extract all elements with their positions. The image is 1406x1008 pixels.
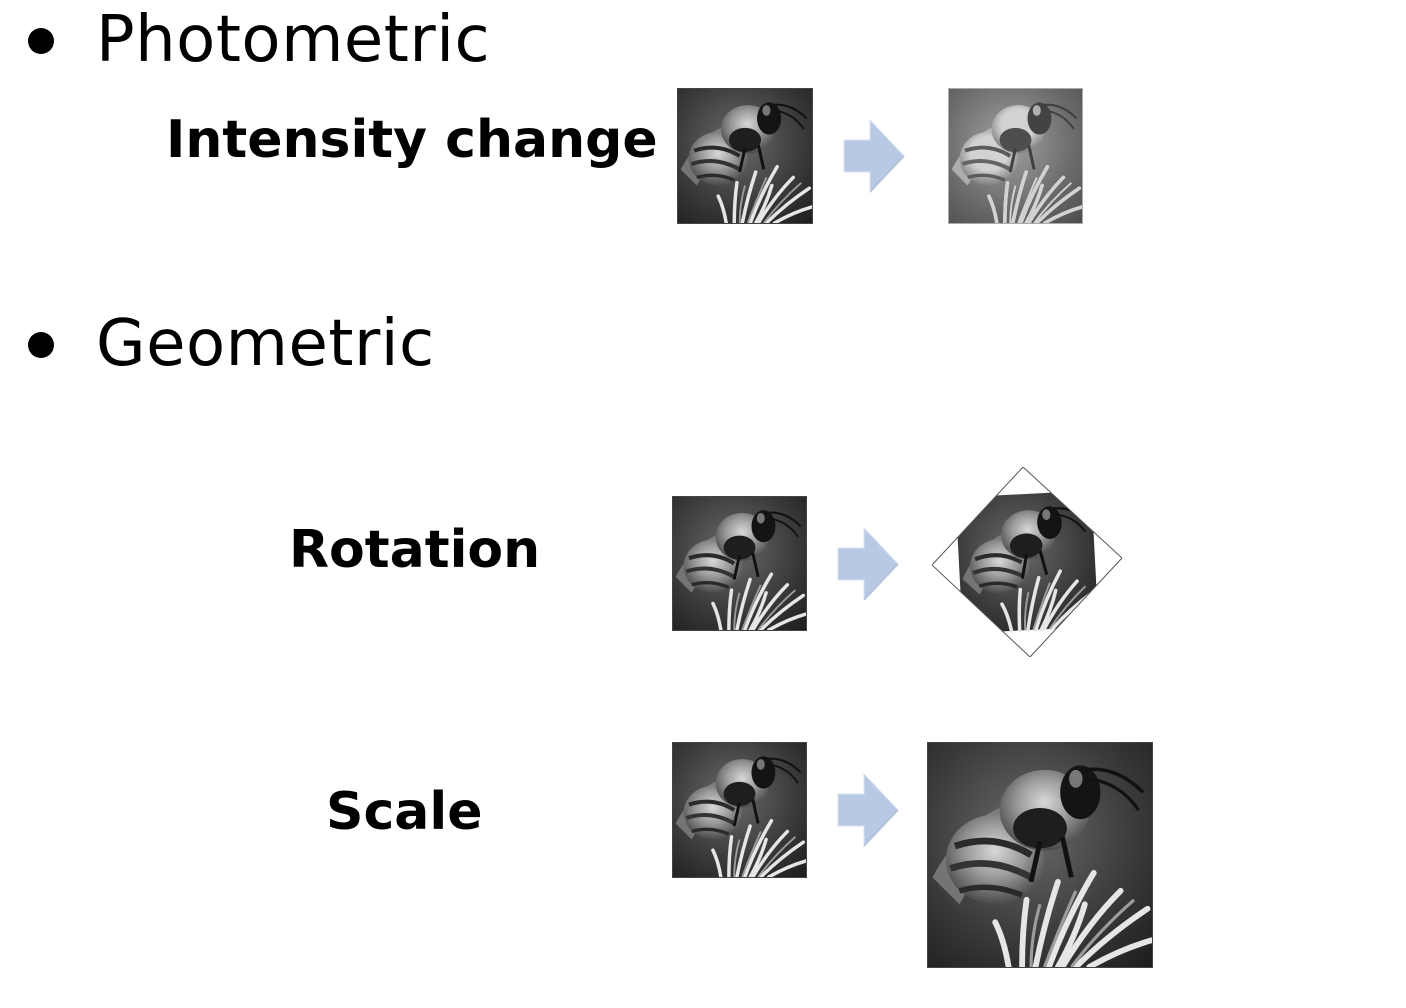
heading-geometric: Geometric — [96, 307, 435, 381]
label-scale: Scale — [326, 782, 483, 842]
bee-photo-large-icon — [927, 742, 1153, 968]
bee-photo-icon — [672, 496, 807, 631]
bee-photo-icon — [672, 742, 807, 878]
label-rotation: Rotation — [289, 520, 541, 580]
label-intensity-change: Intensity change — [166, 110, 658, 170]
bee-photo-bright-icon — [948, 88, 1083, 224]
bee-photo-icon — [677, 88, 813, 224]
right-arrow-icon — [834, 770, 902, 850]
right-arrow-icon — [840, 116, 908, 196]
heading-photometric: Photometric — [96, 3, 491, 77]
bee-photo-rotated-icon — [931, 466, 1123, 658]
bullet-photometric — [28, 28, 54, 54]
right-arrow-icon — [834, 524, 902, 604]
bullet-geometric — [28, 332, 54, 358]
